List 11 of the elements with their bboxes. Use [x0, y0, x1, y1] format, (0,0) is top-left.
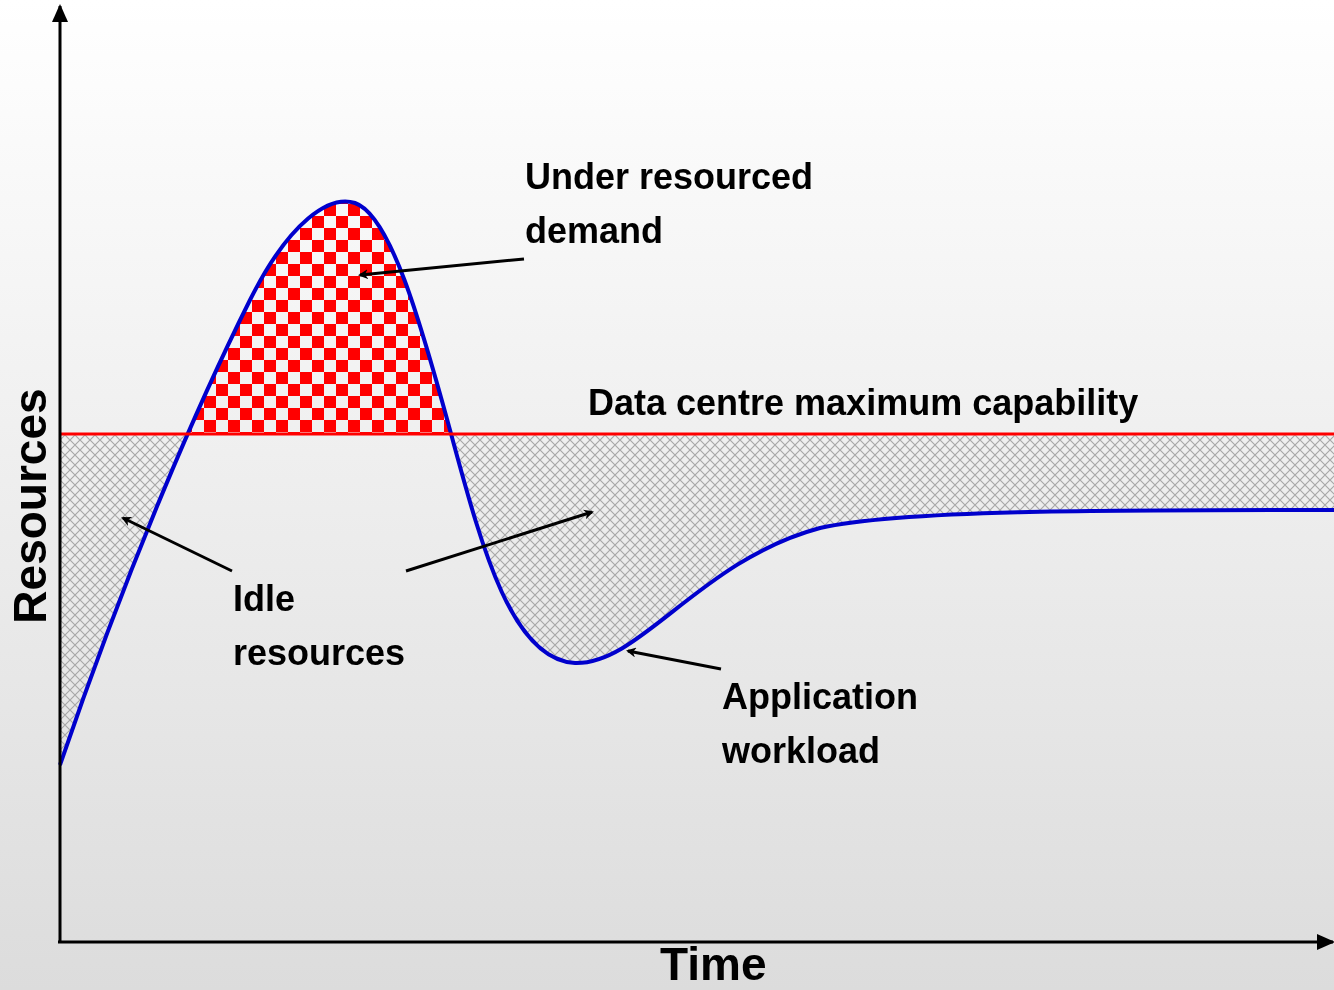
- workload-curve: [58, 199, 1334, 766]
- line-label: Data centre maximum capability: [588, 382, 1139, 424]
- axis-title: Resources: [4, 387, 56, 626]
- leader-line: [121, 516, 233, 573]
- callout-text: Application workload: [722, 670, 918, 778]
- axis-title: Time: [660, 938, 767, 990]
- callout-text: Idle resources: [233, 572, 406, 680]
- callout-text: Under resourced demand: [525, 150, 835, 258]
- leader-line: [358, 257, 525, 280]
- leader-line: [626, 647, 722, 671]
- leader-line: [405, 509, 594, 573]
